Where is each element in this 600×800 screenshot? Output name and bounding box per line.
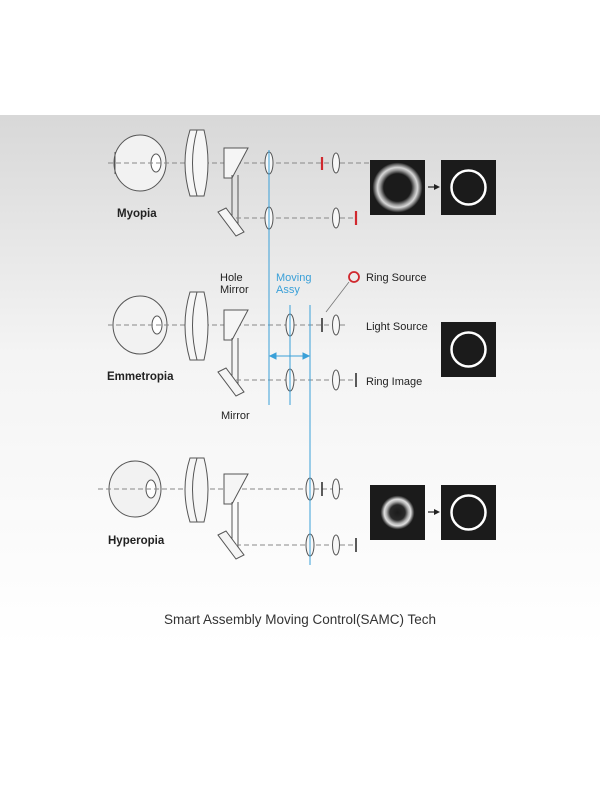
hyperopia-sharp-ring-box: [441, 485, 496, 540]
hyperopia-objective-lens: [184, 457, 209, 523]
myopia-mirror: [217, 207, 245, 237]
emmetropia-ring-box: [441, 322, 496, 377]
diagram-panel: [0, 115, 600, 648]
moving-assy-guides: [268, 150, 311, 565]
myopia-label: Myopia: [117, 208, 157, 220]
hyperopia-optics: [98, 457, 357, 560]
diagram-caption: Smart Assembly Moving Control(SAMC) Tech: [163, 612, 437, 627]
hyperopia-mirror: [217, 530, 245, 560]
myopia-optics: [108, 129, 370, 237]
emmetropia-sharp-ring: [450, 331, 487, 368]
hyperopia-label: Hyperopia: [108, 535, 165, 547]
emmetropia-mirror: [217, 367, 245, 397]
ring-source-pointer: [325, 281, 350, 313]
ring-source-marker: [348, 271, 360, 283]
hyperopia-sharp-ring: [450, 494, 487, 531]
emmetropia-optics: [108, 291, 357, 397]
moving-assy-label: Moving Assy: [276, 272, 312, 296]
hyperopia-blurred-ring: [380, 495, 415, 530]
emmetropia-objective-lens: [184, 291, 209, 361]
ring-image-label: Ring Image: [366, 376, 423, 388]
emmetropia-label: Emmetropia: [107, 371, 174, 383]
myopia-blurred-ring: [372, 162, 423, 213]
hole-mirror-label: Hole Mirror: [220, 272, 249, 296]
myopia-sharp-ring: [450, 169, 487, 206]
ring-source-label: Ring Source: [366, 272, 427, 284]
mirror-label: Mirror: [221, 410, 250, 422]
myopia-objective-lens: [184, 129, 209, 197]
light-source-label: Light Source: [366, 321, 428, 333]
myopia-sharp-ring-box: [441, 160, 496, 215]
